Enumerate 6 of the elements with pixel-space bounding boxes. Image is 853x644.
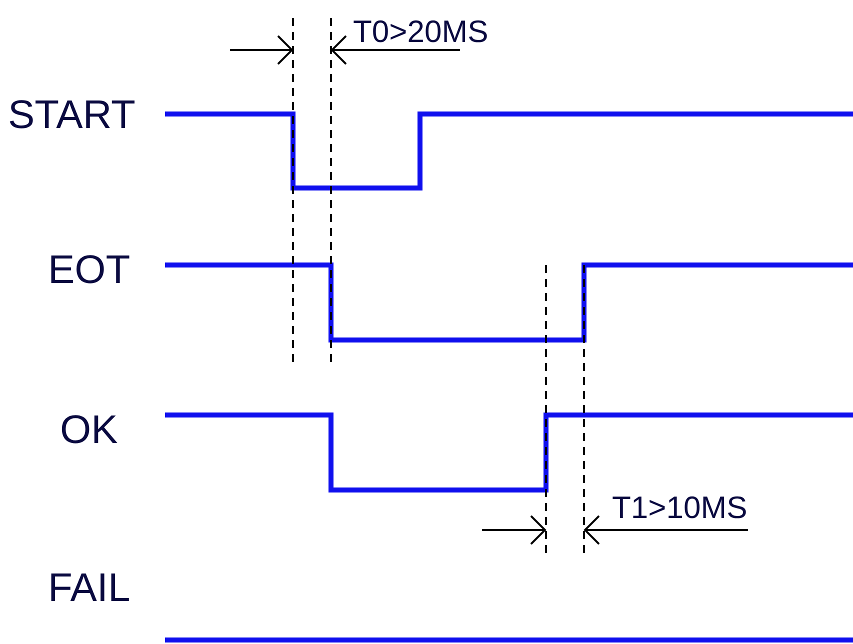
signal-label: OK [60,410,118,450]
signal-label: FAIL [48,568,130,608]
signal-label: EOT [48,250,130,290]
timing-label: T1>10MS [612,492,748,523]
timing-label: T0>20MS [353,16,488,47]
signal-label: START [8,95,136,135]
